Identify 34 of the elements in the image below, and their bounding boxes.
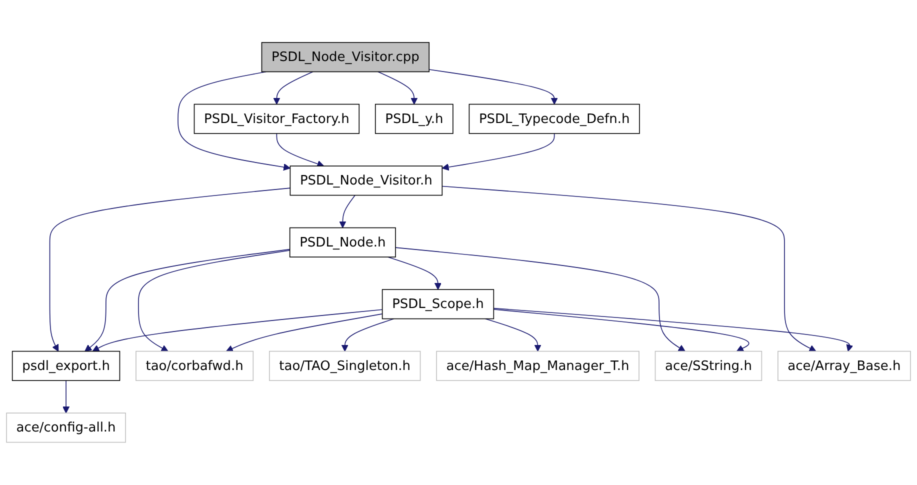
node-box: PSDL_Visitor_Factory.h — [194, 104, 360, 134]
node-box: ace/Array_Base.h — [778, 350, 911, 382]
arrow — [442, 186, 816, 352]
arrow — [395, 247, 686, 352]
arrow — [49, 188, 291, 352]
node-box: PSDL_Node_Visitor.cpp — [261, 42, 430, 72]
arrow — [493, 309, 750, 352]
arrow — [226, 314, 383, 352]
node-box: ace/config-all.h — [6, 412, 126, 443]
arrow — [92, 309, 383, 352]
arrow — [378, 71, 418, 105]
node-box: PSDL_y.h — [374, 104, 454, 134]
arrow — [138, 250, 290, 352]
arrow — [62, 380, 70, 414]
arrow — [387, 256, 442, 290]
arrow — [341, 318, 394, 352]
arrow — [442, 133, 555, 171]
arrow — [484, 318, 542, 352]
node-box: psdl_export.h — [12, 350, 120, 382]
node-box: ace/SString.h — [654, 350, 762, 382]
node-box: tao/TAO_Singleton.h — [269, 350, 421, 382]
arrow — [273, 71, 314, 105]
node-box: PSDL_Node.h — [289, 227, 396, 258]
arrow — [493, 308, 854, 352]
arrow — [178, 71, 291, 171]
node-box: ace/Hash_Map_Manager_T.h — [436, 350, 640, 382]
node-box: PSDL_Node_Visitor.h — [290, 166, 443, 196]
node-box: tao/corbafwd.h — [136, 350, 254, 382]
arrow — [84, 248, 290, 352]
node-box: PSDL_Typecode_Defn.h — [468, 104, 640, 134]
arrow — [276, 133, 324, 168]
arrow — [339, 194, 356, 228]
arrow — [428, 69, 558, 105]
node-box: PSDL_Scope.h — [382, 289, 494, 320]
